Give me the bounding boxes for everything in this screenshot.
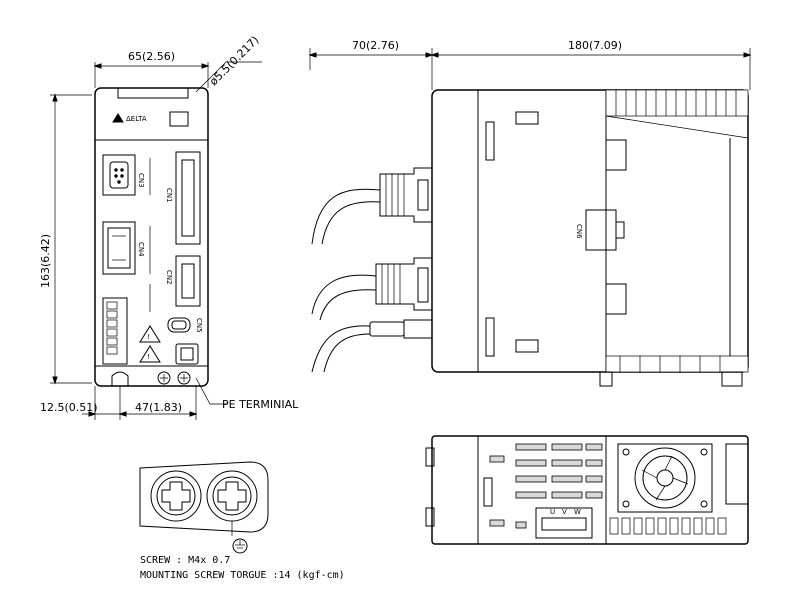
terminal-w-label: W — [574, 508, 581, 516]
pe-terminal-label: PE TERMINIAL — [222, 398, 299, 411]
screw-right — [206, 470, 258, 522]
cn2-label: CN2 — [165, 270, 173, 285]
screw-left — [150, 470, 202, 522]
hole-diameter-label: ø5.5(0.217) — [207, 33, 262, 88]
cn4-connector — [102, 221, 136, 275]
screw-detail: SCREW : M4x 0.7 MOUNTING SCREW TORGUE :1… — [139, 461, 345, 581]
svg-text:!: ! — [147, 333, 150, 341]
cn5-label: CN5 — [195, 318, 203, 333]
svg-text:ΔELTA: ΔELTA — [126, 115, 147, 123]
drive-body-front — [94, 87, 209, 387]
cn6-block — [585, 209, 617, 251]
uvw-terminal — [535, 507, 593, 539]
terminal-u-label: U — [550, 508, 555, 516]
cn5-connector — [167, 317, 191, 333]
drive-body-side — [431, 89, 749, 373]
cn4-label: CN4 — [137, 242, 145, 257]
terminal-block — [102, 297, 128, 365]
cooling-fan — [617, 443, 713, 513]
terminal-v-label: V — [562, 508, 567, 516]
connector-plug-2 — [311, 257, 432, 321]
side-left-dimension-label: 70(2.76) — [352, 39, 399, 52]
heat-sink-fins — [605, 89, 749, 373]
cn1-connector — [175, 151, 201, 245]
width-dimension-label: 65(2.56) — [128, 50, 175, 63]
cn6-label: CN6 — [575, 224, 583, 239]
torque-note: MOUNTING SCREW TORGUE :14 (kgf-cm) — [140, 570, 345, 581]
bottom-view: U V W — [425, 435, 749, 545]
cn3-connector — [102, 154, 136, 196]
side-right-dimension-label: 180(7.09) — [568, 39, 622, 52]
screw-note: SCREW : M4x 0.7 — [140, 555, 230, 566]
cn1-label: CN1 — [165, 188, 173, 203]
connector-plug-3 — [311, 319, 433, 373]
bottom-left-dimension-label: 12.5(0.51) — [40, 401, 98, 414]
cn2-connector — [175, 255, 201, 307]
svg-text:!: ! — [147, 353, 150, 361]
bottom-dimension-label: 47(1.83) — [135, 401, 182, 414]
height-dimension-label: 163(6.42) — [39, 234, 52, 288]
side-view: 70(2.76) 180(7.09) — [308, 39, 752, 387]
cn3-label: CN3 — [137, 173, 145, 188]
front-view: 65(2.56) ø5.5(0.217) 163(6.42) ΔELTA CN3 — [39, 33, 299, 420]
connector-plug-1 — [311, 167, 432, 245]
ground-symbol-icon — [231, 521, 248, 554]
